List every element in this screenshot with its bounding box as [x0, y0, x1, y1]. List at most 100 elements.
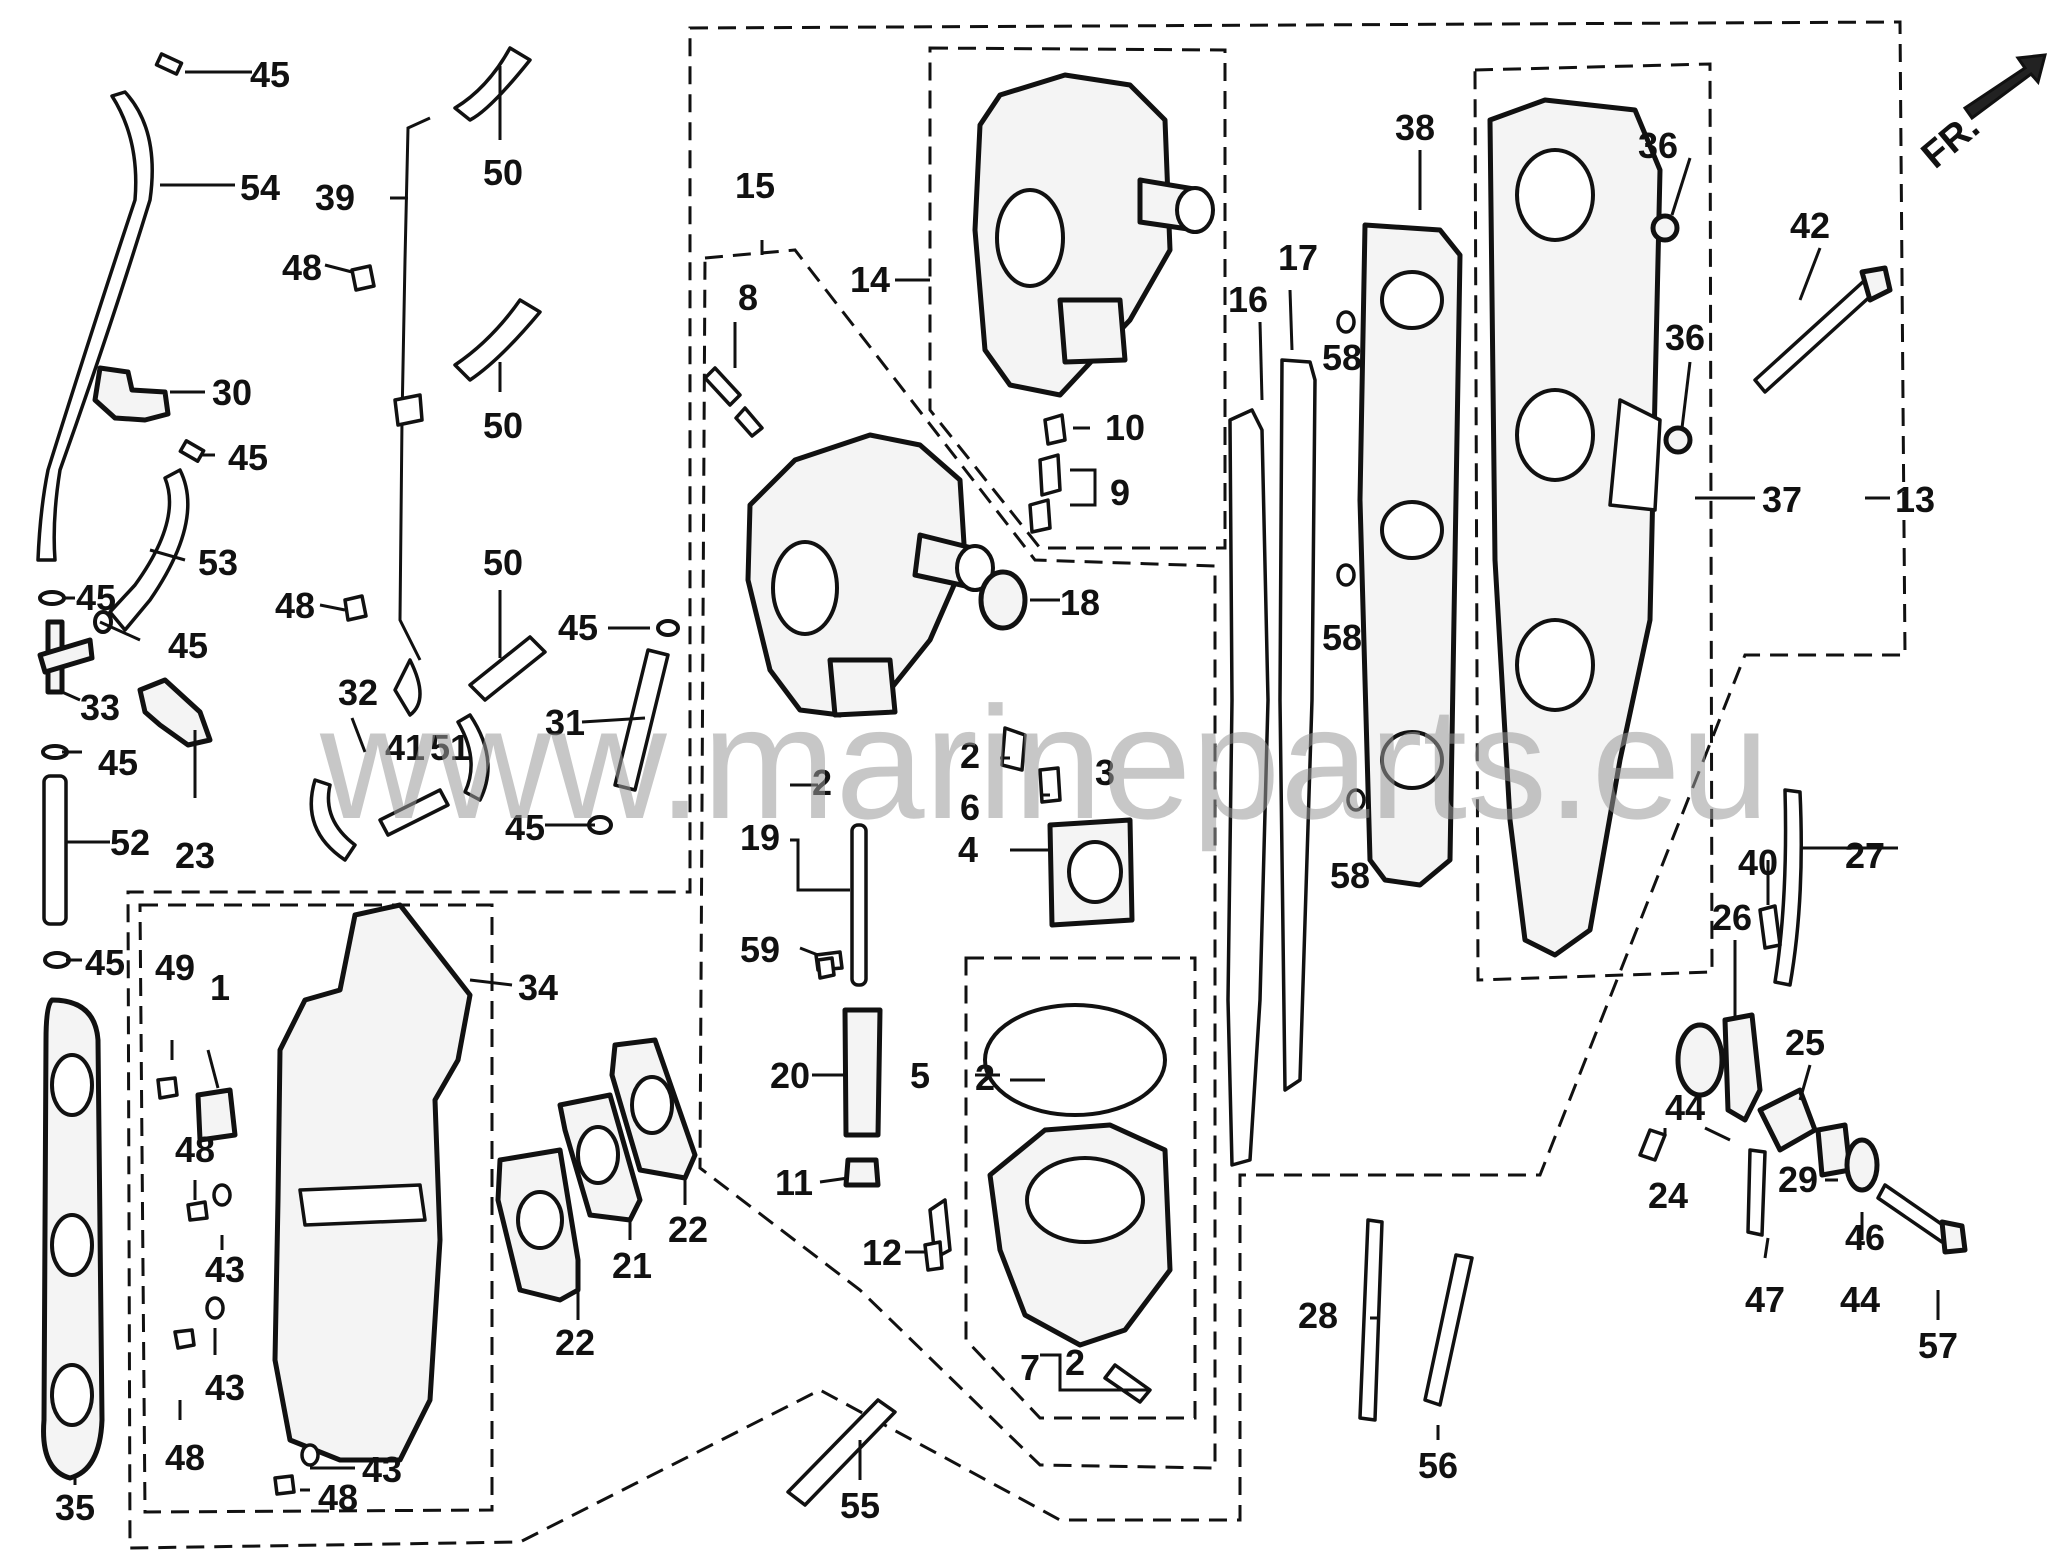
hose-53: [108, 439, 206, 632]
callout-45: 45: [98, 742, 138, 783]
callout-43: 43: [205, 1249, 245, 1290]
gasket-35: [41, 997, 105, 1481]
callout-50: 50: [483, 152, 523, 193]
callout-5: 5: [910, 1055, 930, 1096]
screw-set-9-10: [1028, 413, 1067, 534]
callout-45: 45: [76, 577, 116, 618]
callout-19: 19: [740, 817, 780, 858]
hose-32-set: [309, 713, 490, 862]
hose-54: [36, 52, 184, 562]
hose-52: [42, 774, 71, 969]
callout-32: 32: [338, 672, 378, 713]
callout-45: 45: [228, 437, 268, 478]
callout-44: 44: [1665, 1087, 1705, 1128]
linkage-16-17: [1226, 358, 1317, 1167]
callout-45: 45: [168, 625, 208, 666]
callout-18: 18: [1060, 582, 1100, 623]
watermark-text: www.marineparts.eu: [319, 673, 1769, 852]
callout-41: 41: [385, 727, 425, 768]
leader-lines: [61, 66, 1940, 1492]
callout-51: 51: [430, 727, 470, 768]
callout-43: 43: [205, 1367, 245, 1408]
callout-2: 2: [960, 735, 980, 776]
callout-23: 23: [175, 835, 215, 876]
callout-2: 2: [975, 1057, 995, 1098]
callout-36: 36: [1665, 317, 1705, 358]
callout-20: 20: [770, 1055, 810, 1096]
nut-36-set: [1650, 213, 1693, 455]
callout-4: 4: [958, 829, 978, 870]
callout-2: 2: [812, 762, 832, 803]
callout-44: 44: [1840, 1279, 1880, 1320]
callout-58: 58: [1330, 855, 1370, 896]
callout-11: 11: [775, 1162, 813, 1203]
callout-45: 45: [85, 942, 125, 983]
callout-13: 13: [1895, 479, 1935, 520]
cover-34: [272, 902, 473, 1463]
callout-58: 58: [1322, 337, 1362, 378]
callout-31: 31: [545, 702, 585, 743]
hose-50-set: [453, 46, 547, 702]
callout-12: 12: [862, 1232, 902, 1273]
bracket-group-25: [1638, 904, 1968, 1255]
callout-46: 46: [1845, 1217, 1885, 1258]
mount-1: [195, 1087, 238, 1143]
callout-27: 27: [1845, 835, 1885, 876]
callout-38: 38: [1395, 107, 1435, 148]
clip-30: [92, 365, 171, 423]
callout-36: 36: [1638, 125, 1678, 166]
callout-57: 57: [1918, 1325, 1958, 1366]
callout-39: 39: [315, 177, 355, 218]
hose-31: [587, 619, 680, 835]
callout-56: 56: [1418, 1445, 1458, 1486]
bolt-42: [1753, 265, 1893, 394]
callout-49: 49: [155, 947, 195, 988]
callout-50: 50: [483, 542, 523, 583]
callout-16: 16: [1228, 279, 1268, 320]
callout-40: 40: [1738, 842, 1778, 883]
callout-54: 54: [240, 167, 280, 208]
hose-55: [786, 1398, 897, 1507]
callout-24: 24: [1648, 1175, 1688, 1216]
callout-1: 1: [210, 967, 230, 1008]
callout-22: 22: [668, 1209, 708, 1250]
float-bowl-5: [928, 1003, 1173, 1404]
callout-43: 43: [362, 1449, 402, 1490]
callout-26: 26: [1712, 897, 1752, 938]
callout-25: 25: [1785, 1022, 1825, 1063]
callout-55: 55: [840, 1485, 880, 1526]
callout-33: 33: [80, 687, 120, 728]
callout-48: 48: [175, 1129, 215, 1170]
callout-2: 2: [1065, 1342, 1085, 1383]
callout-35: 35: [55, 1487, 95, 1528]
carburetor-14: [972, 72, 1215, 398]
callout-45: 45: [250, 54, 290, 95]
callout-47: 47: [1745, 1279, 1785, 1320]
callout-58: 58: [1322, 617, 1362, 658]
intake-manifold-37: [1487, 97, 1663, 958]
clamp-23: [137, 677, 213, 748]
callout-9: 9: [1110, 472, 1130, 513]
callout-50: 50: [483, 405, 523, 446]
arrow-icon: [1962, 53, 2047, 121]
callout-6: 6: [960, 787, 980, 828]
callout-14: 14: [850, 259, 890, 300]
callout-29: 29: [1778, 1159, 1818, 1200]
gasket-21-22-set: [495, 1037, 698, 1303]
fastener-set-43-48-49: [156, 264, 376, 1496]
callout-28: 28: [1298, 1295, 1338, 1336]
pipe-39: [393, 116, 431, 717]
group-outlines: [126, 20, 1907, 1550]
callout-48: 48: [165, 1437, 205, 1478]
callout-53: 53: [198, 542, 238, 583]
plug-58-set: [1336, 310, 1366, 812]
callout-17: 17: [1278, 237, 1318, 278]
cap-18: [978, 569, 1028, 631]
callout-numbers: 45 54 30 45 53 45 45 33 45 52 23 45 35 5…: [55, 54, 1958, 1528]
front-direction-indicator: FR.: [1914, 53, 2047, 177]
callout-3: 3: [1095, 752, 1115, 793]
callout-8: 8: [738, 277, 758, 318]
callout-52: 52: [110, 822, 150, 863]
carburetor-15: [745, 432, 995, 718]
